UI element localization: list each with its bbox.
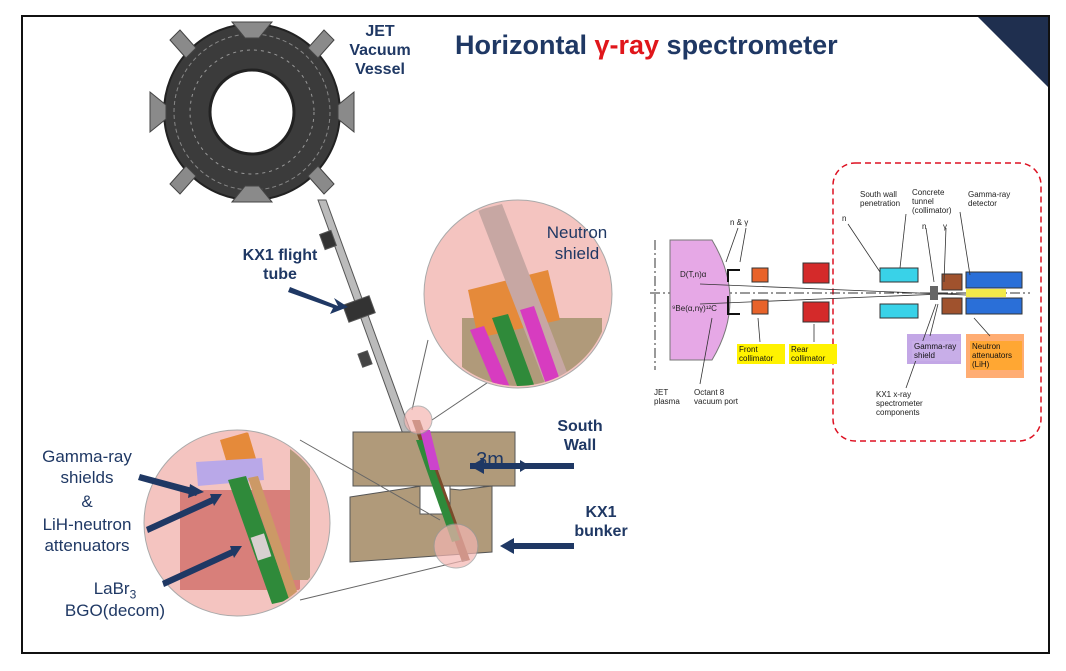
gamma-shield-arrows	[138, 474, 242, 587]
jet-plasma-label: JET plasma	[654, 388, 680, 406]
south-wall-label: South Wall	[557, 418, 603, 454]
jet-vacuum-vessel-drawing	[149, 21, 355, 203]
neutron-shield-label: Neutron shield	[546, 223, 608, 263]
neutron-shield-zoom	[423, 199, 613, 389]
ampersand-label: &	[81, 492, 93, 511]
labr-text: LaBr	[93, 579, 130, 598]
page-title: Horizontal γ-ray spectrometer	[455, 30, 838, 61]
gamma-symbol-label: γ	[943, 222, 947, 231]
three-m-label: 3m	[476, 449, 504, 471]
gamma-ray-shield-label: Gamma-ray shield	[912, 341, 960, 361]
n-label-2: n	[922, 222, 927, 231]
flight-tube-arrow	[288, 287, 348, 314]
title-suffix: spectrometer	[659, 30, 838, 60]
n-gamma-label: n & γ	[730, 218, 749, 227]
octant-label: Octant 8 vacuum port	[694, 388, 739, 406]
concrete-tunnel-label: Concrete tunnel (collimator)	[912, 188, 952, 215]
south-wall-arrow-shaft	[484, 463, 574, 469]
kx1-bunker-label: KX1 bunker	[574, 504, 628, 540]
dt-reaction-label: D(T,n)α	[680, 270, 707, 279]
kx1-components-label: KX1 x-ray spectrometer components	[876, 390, 923, 417]
beamline-schematic	[650, 162, 1042, 442]
kx1-flight-tube-label: KX1 flight tube	[242, 247, 318, 283]
gamma-shield-zoom	[143, 429, 331, 617]
labr-label: LaBr3	[60, 578, 170, 605]
be-reaction-label: ⁹Be(α,nγ)¹²C	[672, 304, 717, 313]
jet-vessel-label: JET Vacuum Vessel	[349, 23, 411, 78]
bgo-label: BGO(decom)	[64, 601, 166, 620]
front-collimator-label: Front collimator	[737, 344, 785, 364]
rear-collimator-label: Rear collimator	[789, 344, 837, 364]
south-wall-penetration-label: South wall penetration	[860, 190, 901, 208]
title-gamma: γ-ray	[594, 30, 660, 60]
labr-subscript: 3	[129, 587, 137, 602]
title-prefix: Horizontal	[455, 30, 595, 60]
gamma-detector-label: Gamma-ray detector	[968, 190, 1011, 208]
gamma-shields-label: Gamma-ray shields	[42, 447, 132, 487]
bunker-arrow-head	[500, 538, 514, 554]
corner-triangle	[978, 17, 1048, 87]
neutron-attenuators-label: Neutron attenuators (LiH)	[970, 341, 1022, 370]
south-wall-arrow-head	[470, 458, 484, 474]
bunker-arrow-shaft	[514, 543, 574, 549]
n-label-1: n	[842, 214, 847, 223]
lih-attenuators-label: LiH-neutron attenuators	[42, 515, 132, 555]
